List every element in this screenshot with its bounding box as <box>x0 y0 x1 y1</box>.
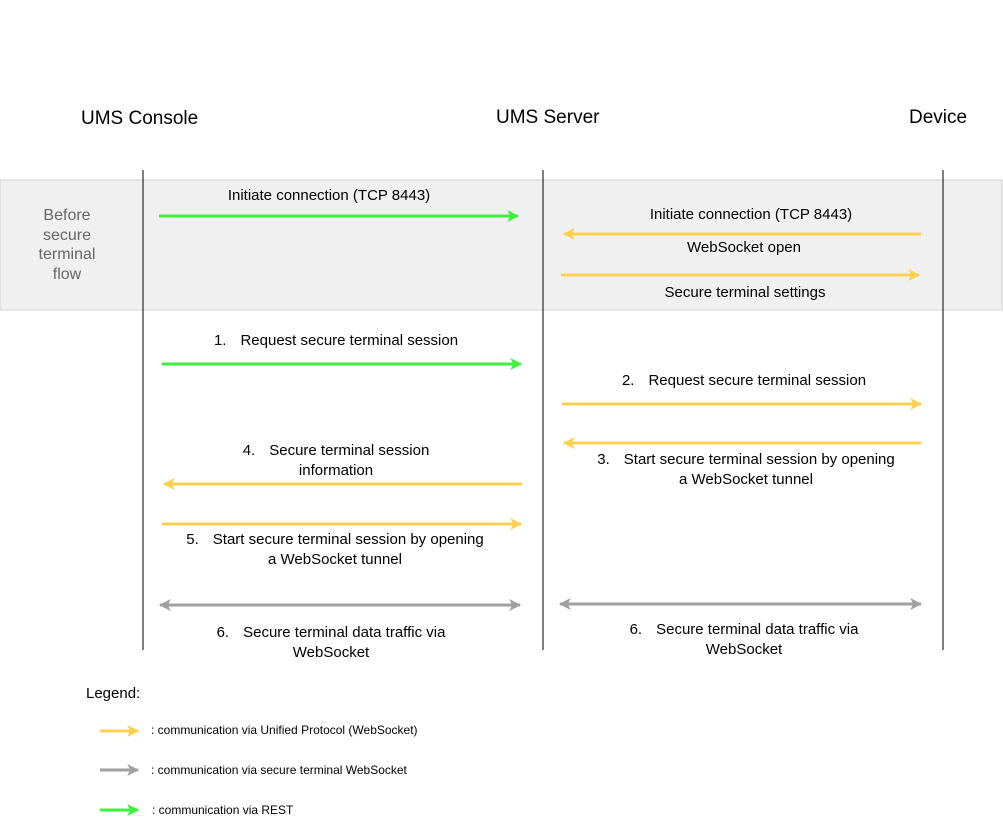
step-text: Secure terminal session <box>269 442 430 459</box>
step4-line1: 4. Secure terminal session <box>191 441 481 461</box>
before-flow-band <box>0 179 1003 311</box>
legend-title: Legend: <box>86 685 141 702</box>
websocket-open-label: WebSocket open <box>687 239 801 256</box>
step2-label: 2. Request secure terminal session <box>579 371 909 391</box>
device-initiate-label: Initiate connection (TCP 8443) <box>649 206 853 223</box>
step6-left-label: 6. Secure terminal data traffic via WebSo… <box>181 623 481 663</box>
server-header: UMS Server <box>496 107 600 128</box>
step-number: 1. <box>213 332 227 349</box>
before-flow-label: Before secure terminal flow <box>27 206 107 284</box>
before-flow-line: terminal <box>38 246 96 263</box>
step-text: Request secure terminal session <box>648 372 867 389</box>
step3-label: 3. Start secure terminal session by openi… <box>571 450 921 490</box>
step3-line2: a WebSocket tunnel <box>679 471 813 488</box>
device-header: Device <box>909 107 968 128</box>
step6-right-label: 6. Secure terminal data traffic via WebSo… <box>594 620 894 660</box>
step-number: 6. <box>216 624 230 641</box>
before-flow-line: secure <box>42 226 92 244</box>
step-number: 4. <box>242 442 256 459</box>
step5-line1: 5. Start secure terminal session by openi… <box>160 530 510 550</box>
step-number: 2. <box>621 372 635 389</box>
legend-secure-terminal-text: : communication via secure terminal WebS… <box>151 763 407 777</box>
step5-label: 5. Start secure terminal session by openi… <box>160 530 510 570</box>
step6-right-line2: WebSocket <box>705 641 783 658</box>
step-text: Request secure terminal session <box>240 332 459 349</box>
step3-line1: 3. Start secure terminal session by openi… <box>571 450 921 470</box>
step-text: Secure terminal data traffic via <box>243 624 446 641</box>
step-text: Start secure terminal session by opening <box>623 451 895 468</box>
step-number: 6. <box>629 621 643 638</box>
terminal-settings-label: Secure terminal settings <box>664 284 826 301</box>
step1-label: 1. Request secure terminal session <box>171 331 501 351</box>
step-number: 3. <box>597 451 610 468</box>
step6-left-line2: WebSocket <box>292 644 370 661</box>
step4-line2: information <box>298 462 374 479</box>
step6-right-line1: 6. Secure terminal data traffic via <box>594 620 894 640</box>
legend-unified-protocol-text: : communication via Unified Protocol (We… <box>151 723 418 737</box>
step4-label: 4. Secure terminal session information <box>191 441 481 481</box>
step-number: 5. <box>186 531 199 548</box>
step6-left-line1: 6. Secure terminal data traffic via <box>181 623 481 643</box>
before-flow-line: flow <box>52 265 82 283</box>
console-initiate-label: Initiate connection (TCP 8443) <box>227 187 431 204</box>
console-header: UMS Console <box>81 108 199 129</box>
before-flow-line: Before <box>43 207 91 224</box>
step-text: Secure terminal data traffic via <box>656 621 859 638</box>
step5-line2: a WebSocket tunnel <box>268 551 402 568</box>
legend-rest-text: : communication via REST <box>152 803 294 817</box>
step-text: Start secure terminal session by opening <box>212 531 484 548</box>
